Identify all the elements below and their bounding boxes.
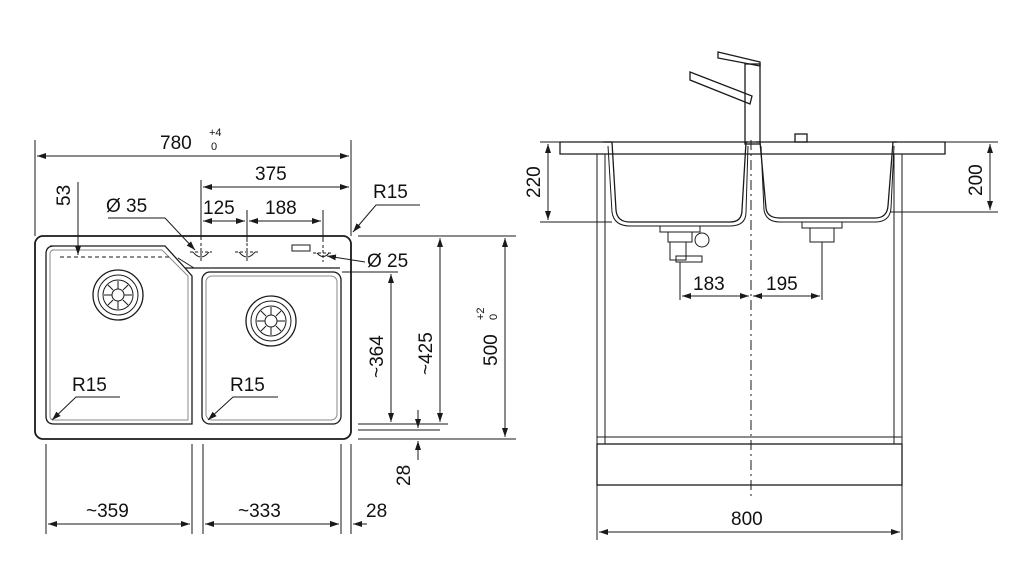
right-bowl [201, 271, 342, 425]
dim-outer-depth: ~425 [416, 332, 437, 375]
sink-outline [34, 235, 352, 440]
dim-overall-width-tol-plus: +4 [209, 127, 222, 139]
dim-cabinet-width: 800 [731, 509, 763, 530]
dim-rim-28-vertical: 28 [394, 465, 415, 486]
section-right-drain [801, 221, 843, 243]
dim-right-drain-offset: 195 [766, 274, 798, 295]
dim-left-bowl-depth: ~364 [367, 335, 388, 378]
dim-overall-depth-tol-plus: +2 [475, 307, 487, 320]
cabinet-floor [596, 436, 903, 445]
countertop [559, 141, 946, 155]
label-left-bowl-radius: R15 [72, 375, 107, 396]
section-left-bowl [603, 141, 748, 223]
dim-right-bowl-width: ~333 [238, 501, 281, 522]
dim-left-drain-offset: 183 [693, 274, 725, 295]
section-right-bowl [756, 141, 897, 219]
left-bowl [45, 245, 193, 425]
label-corner-radius: R15 [373, 182, 408, 203]
dim-125: 125 [203, 198, 235, 219]
dim-section-right-depth: 200 [966, 164, 987, 196]
dim-left-bowl-width: ~359 [86, 501, 129, 522]
plan-view: 780 +4 0 375 125 188 53 Ø 35 R15 Ø 25 R1… [34, 127, 516, 534]
dim-overall-width: 780 [160, 133, 192, 154]
section-left-drain [659, 225, 710, 263]
dim-188: 188 [265, 198, 297, 219]
label-hole-35: Ø 35 [106, 196, 147, 217]
cabinet-left-wall [596, 153, 606, 445]
dim-overall-width-tol-minus: 0 [211, 141, 217, 153]
tap-holes [190, 243, 333, 262]
section-view: 220 200 183 195 800 [524, 51, 998, 540]
left-drain [92, 269, 144, 321]
dim-53: 53 [54, 185, 75, 206]
right-drain [245, 295, 297, 347]
label-hole-25: Ø 25 [367, 251, 408, 272]
label-right-bowl-radius: R15 [230, 375, 265, 396]
faucet [689, 51, 808, 145]
dim-overall-depth: 500 [481, 334, 502, 366]
dim-rim-28-horizontal: 28 [366, 501, 387, 522]
cabinet-right-wall [893, 153, 903, 445]
dim-tap-zone: 375 [255, 164, 287, 185]
dim-section-left-depth: 220 [524, 166, 545, 198]
dim-overall-depth-tol-minus: 0 [488, 314, 500, 320]
